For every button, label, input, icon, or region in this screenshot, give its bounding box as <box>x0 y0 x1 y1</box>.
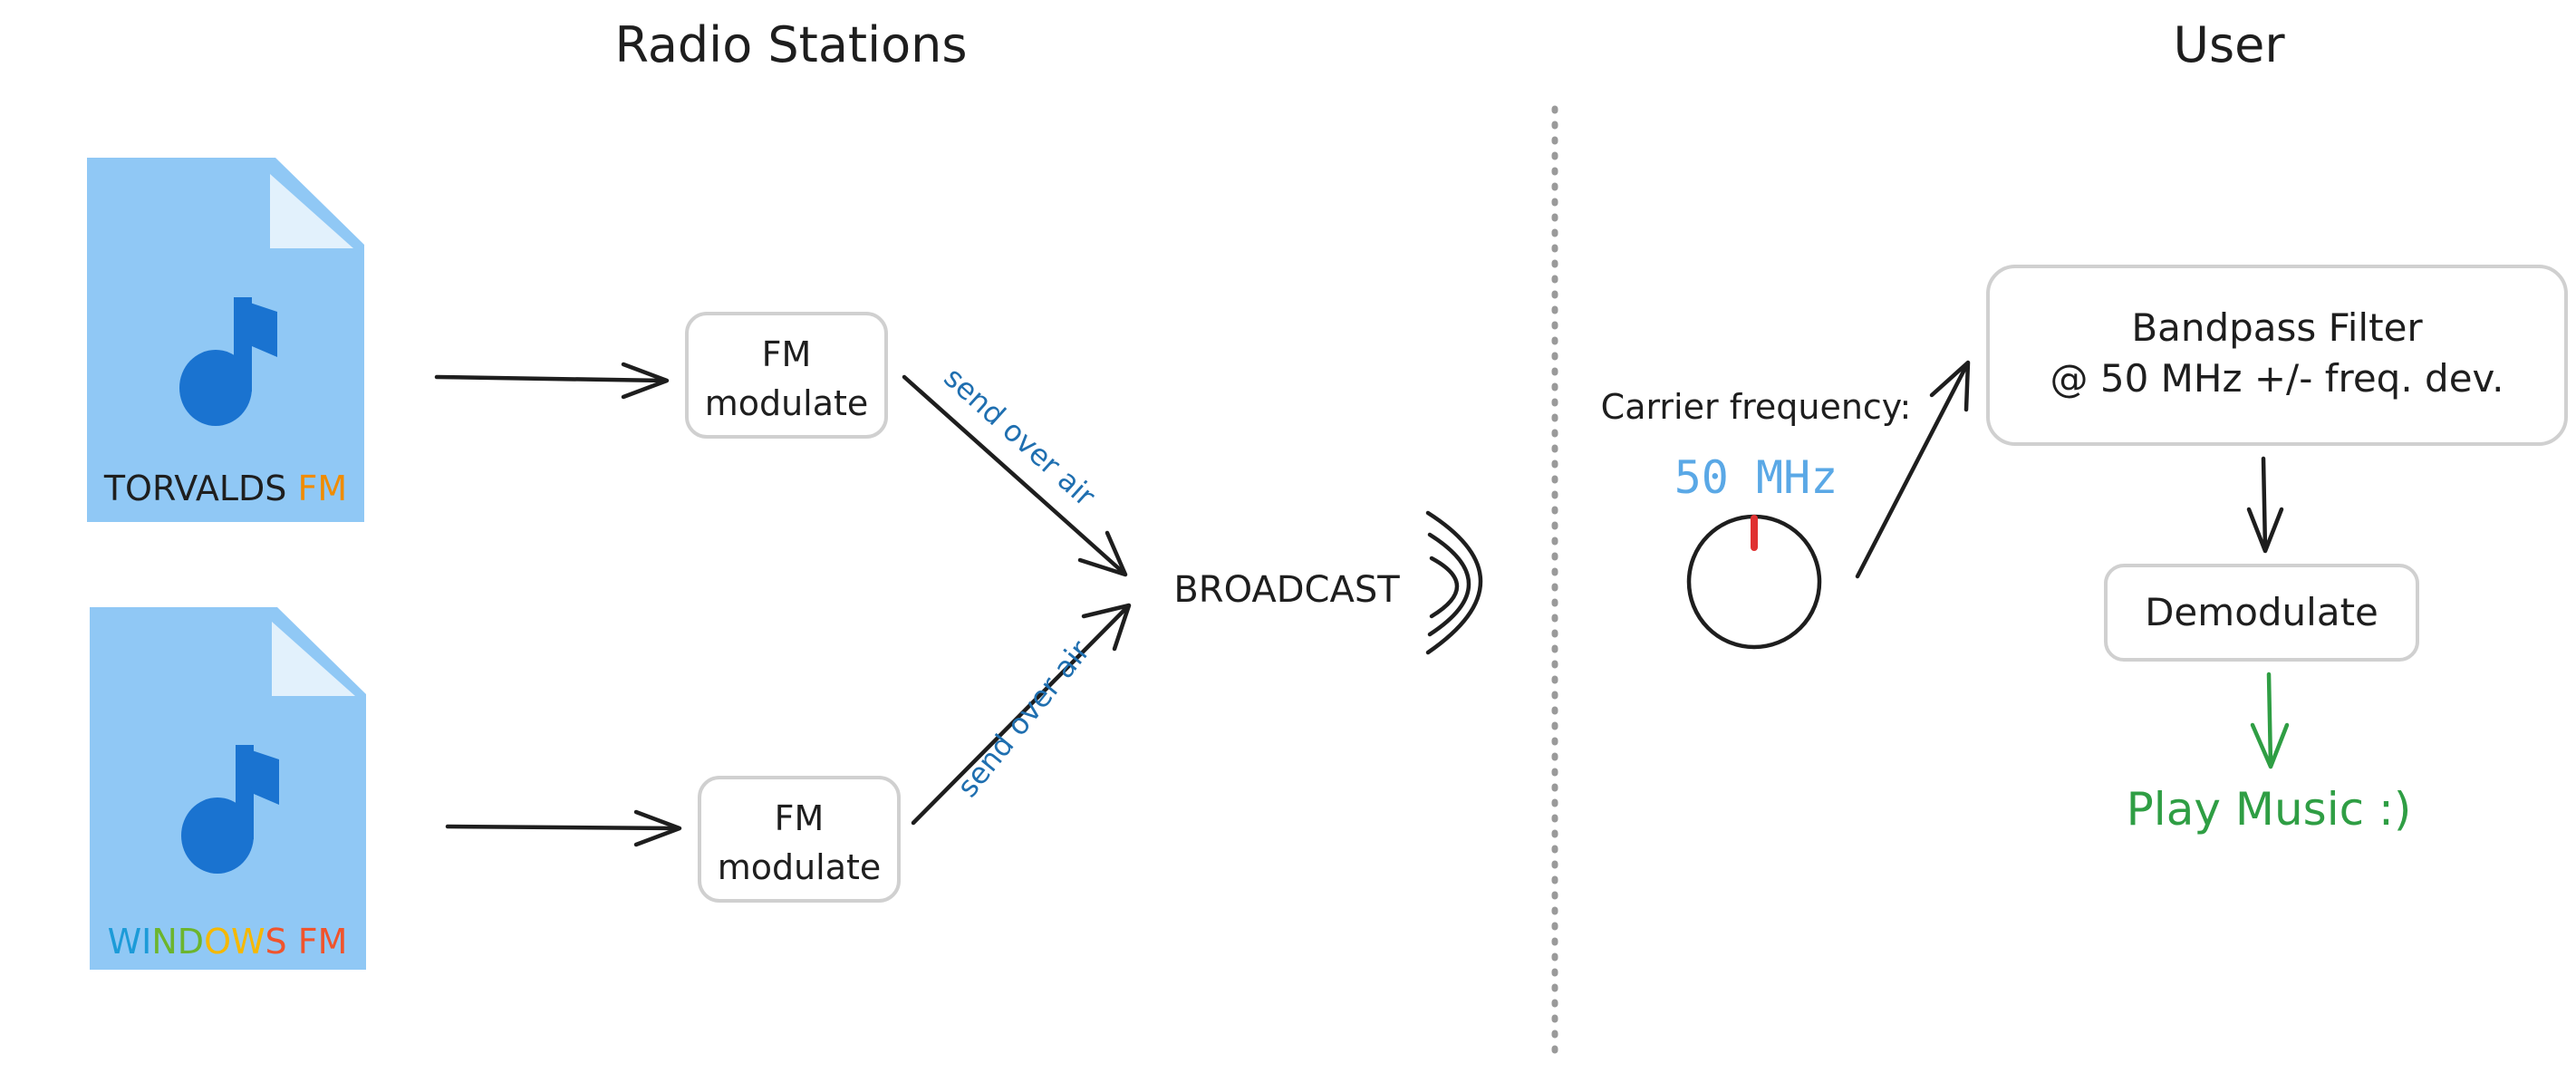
fm-modulate-label-line2: modulate <box>718 847 882 887</box>
arrow-file-to-modulate-bottom <box>445 809 682 847</box>
fm-modulate-label-line1: FM <box>762 334 812 374</box>
station-file-windows: WINDOWS FM <box>90 607 366 970</box>
file-fold-corner <box>272 622 355 696</box>
file-icon <box>87 158 364 522</box>
arrow-send-bottom <box>911 603 1132 826</box>
music-note-icon <box>179 297 277 426</box>
arrow-bandpass-to-demodulate <box>2246 456 2284 554</box>
arrow-send-top <box>902 374 1128 577</box>
demodulate-box: Demodulate <box>2104 564 2419 662</box>
fm-modulate-box-bottom: FM modulate <box>698 776 901 903</box>
arrow-knob-to-bandpass <box>1855 360 1971 579</box>
fm-modulate-label-line1: FM <box>775 798 825 838</box>
tuning-knob[interactable] <box>1686 514 1822 650</box>
section-title-radio-stations: Radio Stations <box>614 16 967 73</box>
section-title-user: User <box>2173 16 2285 73</box>
broadcast-label: BROADCAST <box>1173 569 1400 611</box>
bandpass-label-line1: Bandpass Filter <box>2131 305 2423 350</box>
bandpass-label-line2: @ 50 MHz +/- freq. dev. <box>2050 356 2504 401</box>
arrow-file-to-modulate-top <box>434 362 670 400</box>
frequency-value: 50 MHz <box>1674 451 1838 504</box>
file-fold-corner <box>270 174 353 248</box>
station-name-windows: WINDOWS FM <box>108 922 348 962</box>
play-music-label: Play Music :) <box>2127 783 2412 836</box>
station-file-torvalds: TORVALDS FM <box>87 158 364 522</box>
music-note-icon <box>181 745 279 874</box>
fm-modulate-box-top: FM modulate <box>685 312 888 439</box>
send-over-air-label-top: send over air <box>938 360 1103 514</box>
file-icon <box>90 607 366 970</box>
send-over-air-label-bottom: send over air <box>950 633 1097 804</box>
carrier-frequency-label: Carrier frequency: <box>1601 387 1912 427</box>
station-name-torvalds: TORVALDS FM <box>103 469 347 508</box>
demodulate-label: Demodulate <box>2145 590 2378 634</box>
broadcast-wave-icon <box>1425 510 1483 655</box>
bandpass-filter-box: Bandpass Filter @ 50 MHz +/- freq. dev. <box>1986 265 2568 446</box>
arrow-demodulate-to-play <box>2250 672 2290 769</box>
fm-modulate-label-line2: modulate <box>705 383 869 423</box>
